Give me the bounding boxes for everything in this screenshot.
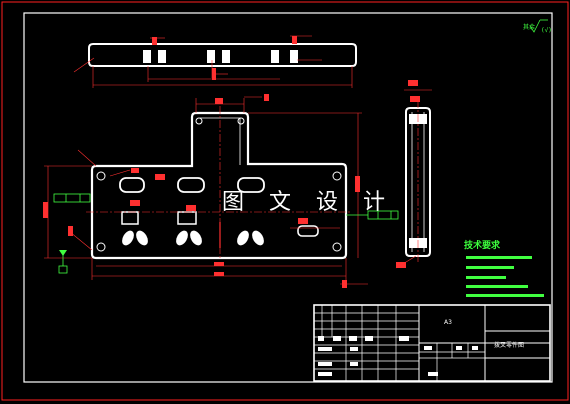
side-view <box>395 80 432 269</box>
technical-requirements-title: 技术要求 <box>464 241 501 251</box>
material-code: A3 <box>444 319 452 326</box>
top-slot <box>222 50 230 63</box>
front-view <box>43 94 399 288</box>
inner-frame <box>23 12 553 383</box>
roughness-note-label: 其余 <box>523 24 536 31</box>
top-slot <box>290 50 298 63</box>
top-view <box>73 35 357 88</box>
title-block <box>313 304 551 382</box>
front-view-outline <box>90 111 348 260</box>
side-view-outline <box>405 107 431 257</box>
svg-text:(√): (√) <box>541 27 552 34</box>
watermark-text: 图 文 设 计 <box>222 190 394 215</box>
slot-right <box>237 177 265 193</box>
slot-mid <box>177 177 205 193</box>
slot-left <box>119 177 145 193</box>
top-slot <box>271 50 279 63</box>
top-slot <box>143 50 151 63</box>
top-slot <box>158 50 166 63</box>
roughness-symbol: (√) <box>529 19 552 34</box>
top-slot <box>207 50 215 63</box>
tech-requirements-lines <box>466 256 544 297</box>
drawing-name: 拨叉零件图 <box>494 342 525 349</box>
